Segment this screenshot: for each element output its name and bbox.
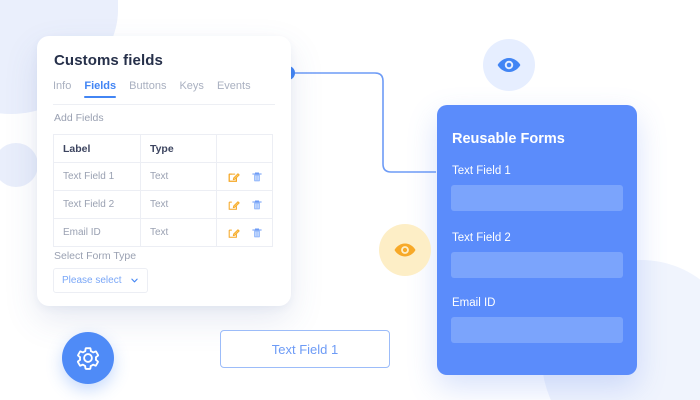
tab-buttons[interactable]: Buttons xyxy=(129,80,167,92)
preview-eye-badge-amber[interactable] xyxy=(379,224,431,276)
cell-actions xyxy=(216,218,273,247)
cell-label: Text Field 2 xyxy=(53,190,141,219)
gear-icon xyxy=(76,347,100,370)
panel-field-input-1[interactable] xyxy=(451,185,623,211)
tab-bar: Info Fields Buttons Keys Events xyxy=(53,80,275,104)
edit-icon[interactable] xyxy=(228,199,240,211)
cell-label: Email ID xyxy=(53,218,141,247)
tab-divider xyxy=(53,104,275,105)
select-form-type-label: Select Form Type xyxy=(54,250,137,262)
panel-field-label-3: Email ID xyxy=(452,297,496,309)
form-type-select-value: Please select xyxy=(62,275,122,286)
page-title: Customs fields xyxy=(54,52,163,69)
text-field-callout-label: Text Field 1 xyxy=(271,341,339,357)
settings-gear-badge[interactable] xyxy=(62,332,114,384)
panel-field-input-2[interactable] xyxy=(451,252,623,278)
panel-field-label-2: Text Field 2 xyxy=(452,232,511,244)
fields-table: Label Type Text Field 1 Text xyxy=(53,134,273,247)
edit-icon[interactable] xyxy=(228,171,240,183)
cell-type: Text xyxy=(139,190,218,219)
column-header-type: Type xyxy=(139,134,218,163)
table-row: Email ID Text xyxy=(53,218,273,247)
table-row: Text Field 1 Text xyxy=(53,162,273,191)
panel-field-label-1: Text Field 1 xyxy=(452,165,511,177)
connector-line xyxy=(288,72,448,173)
cell-actions xyxy=(216,190,273,219)
cell-actions xyxy=(216,162,273,191)
eye-icon xyxy=(497,57,521,73)
trash-icon[interactable] xyxy=(251,171,263,183)
cell-type: Text xyxy=(139,218,218,247)
reusable-forms-panel: Reusable Forms Text Field 1 Text Field 2… xyxy=(437,105,637,375)
preview-eye-badge-blue[interactable] xyxy=(483,39,535,91)
chevron-down-icon xyxy=(131,278,138,283)
edit-icon[interactable] xyxy=(228,227,240,239)
tab-fields[interactable]: Fields xyxy=(84,80,116,98)
trash-icon[interactable] xyxy=(251,227,263,239)
tab-keys[interactable]: Keys xyxy=(179,80,204,92)
trash-icon[interactable] xyxy=(251,199,263,211)
panel-field-input-3[interactable] xyxy=(451,317,623,343)
add-fields-label: Add Fields xyxy=(54,112,104,124)
tab-info[interactable]: Info xyxy=(53,80,72,92)
customs-fields-card: Customs fields Info Fields Buttons Keys … xyxy=(37,36,291,306)
cell-type: Text xyxy=(139,162,218,191)
table-header-row: Label Type xyxy=(53,134,273,163)
form-type-select[interactable]: Please select xyxy=(53,268,148,293)
table-row: Text Field 2 Text xyxy=(53,190,273,219)
panel-title: Reusable Forms xyxy=(452,131,565,147)
background-circle-left xyxy=(0,143,38,187)
cell-label: Text Field 1 xyxy=(53,162,141,191)
column-header-label: Label xyxy=(53,134,141,163)
text-field-callout: Text Field 1 xyxy=(220,330,390,368)
tab-events[interactable]: Events xyxy=(216,80,251,92)
column-header-actions xyxy=(216,134,273,163)
eye-icon xyxy=(394,243,416,257)
